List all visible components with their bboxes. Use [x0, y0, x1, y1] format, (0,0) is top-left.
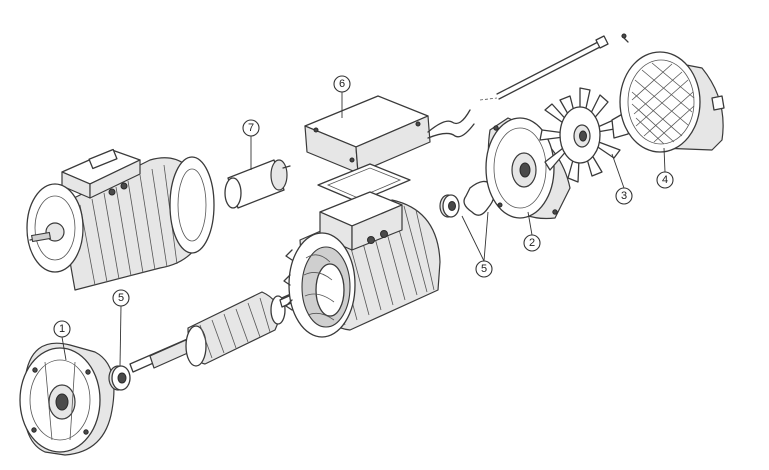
- callout-7: 7: [242, 119, 260, 137]
- callout-leaders: [61, 92, 666, 367]
- assembled-motor: [26, 148, 215, 291]
- callout-2: 2: [523, 234, 541, 252]
- rear-bearing: [439, 194, 460, 218]
- callout-label: 4: [662, 174, 668, 186]
- tie-rod: [479, 35, 609, 101]
- front-bearing: [108, 365, 131, 391]
- callout-1: 1: [53, 320, 71, 338]
- callout-5-left: 5: [112, 289, 130, 307]
- capacitor: [224, 159, 291, 209]
- terminal-box-gasket: [317, 163, 411, 203]
- callout-label: 5: [118, 292, 124, 304]
- callout-label: 1: [59, 323, 65, 335]
- stator-housing: [283, 191, 441, 338]
- cooling-fan: [539, 87, 632, 183]
- rotor-shaft: [129, 289, 304, 373]
- callout-label: 6: [339, 78, 345, 90]
- rear-end-shield: [485, 117, 571, 220]
- callout-5-right: 5: [475, 260, 493, 278]
- callout-3: 3: [615, 187, 633, 205]
- callout-label: 7: [248, 122, 254, 134]
- terminal-box-cover: [304, 95, 475, 174]
- callout-label: 5: [481, 263, 487, 275]
- callout-4: 4: [656, 171, 674, 189]
- callout-label: 2: [529, 237, 535, 249]
- fan-cover: [619, 33, 725, 153]
- callout-6: 6: [333, 75, 351, 93]
- callout-label: 3: [621, 190, 627, 202]
- front-end-shield: [19, 342, 115, 456]
